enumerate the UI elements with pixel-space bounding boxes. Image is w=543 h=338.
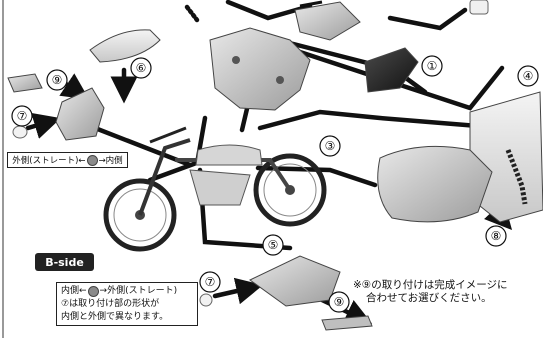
lower-cover: [249, 255, 341, 307]
callout-9-bottom: ⑨: [328, 291, 350, 313]
caption-line-2: 合わせてお選びください。: [366, 292, 492, 304]
callout-4: ④: [517, 65, 539, 87]
seat-piece: [364, 47, 419, 93]
frame-bolt: [232, 56, 240, 64]
callout-7-left: ⑦: [11, 105, 33, 127]
svg-text:⑨: ⑨: [52, 73, 63, 87]
svg-text:⑧: ⑧: [491, 229, 502, 243]
callout-7-bottom: ⑦: [199, 271, 221, 293]
assembly-caption: ※⑨の取り付けは完成イメージに 合わせてお選びください。: [353, 279, 541, 305]
svg-text:⑦: ⑦: [17, 109, 28, 123]
mount-note-left: 外側(ストレート)← →内側: [7, 152, 128, 168]
mount-note-bottom-line3: 内側と外側で異なります。: [61, 312, 169, 322]
svg-text:⑤: ⑤: [268, 238, 279, 252]
mount-note-left-inner: →内側: [98, 156, 123, 166]
svg-text:④: ④: [523, 69, 534, 83]
mount-note-bottom-outer: →外側(ストレート): [99, 286, 178, 296]
caption-line-1: ※⑨の取り付けは完成イメージに: [353, 279, 508, 291]
svg-text:③: ③: [325, 139, 336, 153]
svg-text:①: ①: [427, 59, 438, 73]
mount-note-bottom: 内側← →外側(ストレート) ⑦は取り付け部の形状が 内側と外側で異なります。: [56, 282, 198, 326]
mount-note-bottom-inner: 内側←: [61, 286, 87, 296]
callout-8: ⑧: [485, 225, 507, 247]
part-dot-icon: [86, 154, 98, 166]
motorcycle: [103, 126, 327, 252]
side-cover-panel: [89, 29, 161, 63]
bracket-left: [55, 87, 105, 141]
svg-text:⑥: ⑥: [136, 61, 147, 75]
chain-piece: [505, 149, 528, 205]
svg-text:⑦: ⑦: [205, 275, 216, 289]
fuel-tank: [377, 145, 493, 223]
callout-9-left: ⑨: [46, 69, 68, 91]
callout-1: ①: [421, 55, 443, 77]
callout-5: ⑤: [262, 234, 284, 256]
part-dot-icon: [87, 286, 99, 297]
washer-bottom: [199, 293, 213, 307]
washer-left: [12, 125, 28, 139]
mount-note-left-outer: 外側(ストレート)←: [12, 156, 86, 166]
callout-6: ⑥: [130, 57, 152, 79]
strip-piece: [321, 315, 373, 331]
frame-part: [209, 27, 311, 111]
upper-bracket: [294, 1, 361, 41]
top-right-cap: [469, 0, 489, 15]
mount-note-bottom-line2: ⑦は取り付け部の形状が: [61, 299, 160, 309]
side-badge: B-side: [35, 253, 94, 271]
frame-bolt: [276, 76, 284, 84]
callout-3: ③: [319, 135, 341, 157]
svg-text:⑨: ⑨: [334, 295, 345, 309]
small-panel-piece: [7, 73, 43, 93]
